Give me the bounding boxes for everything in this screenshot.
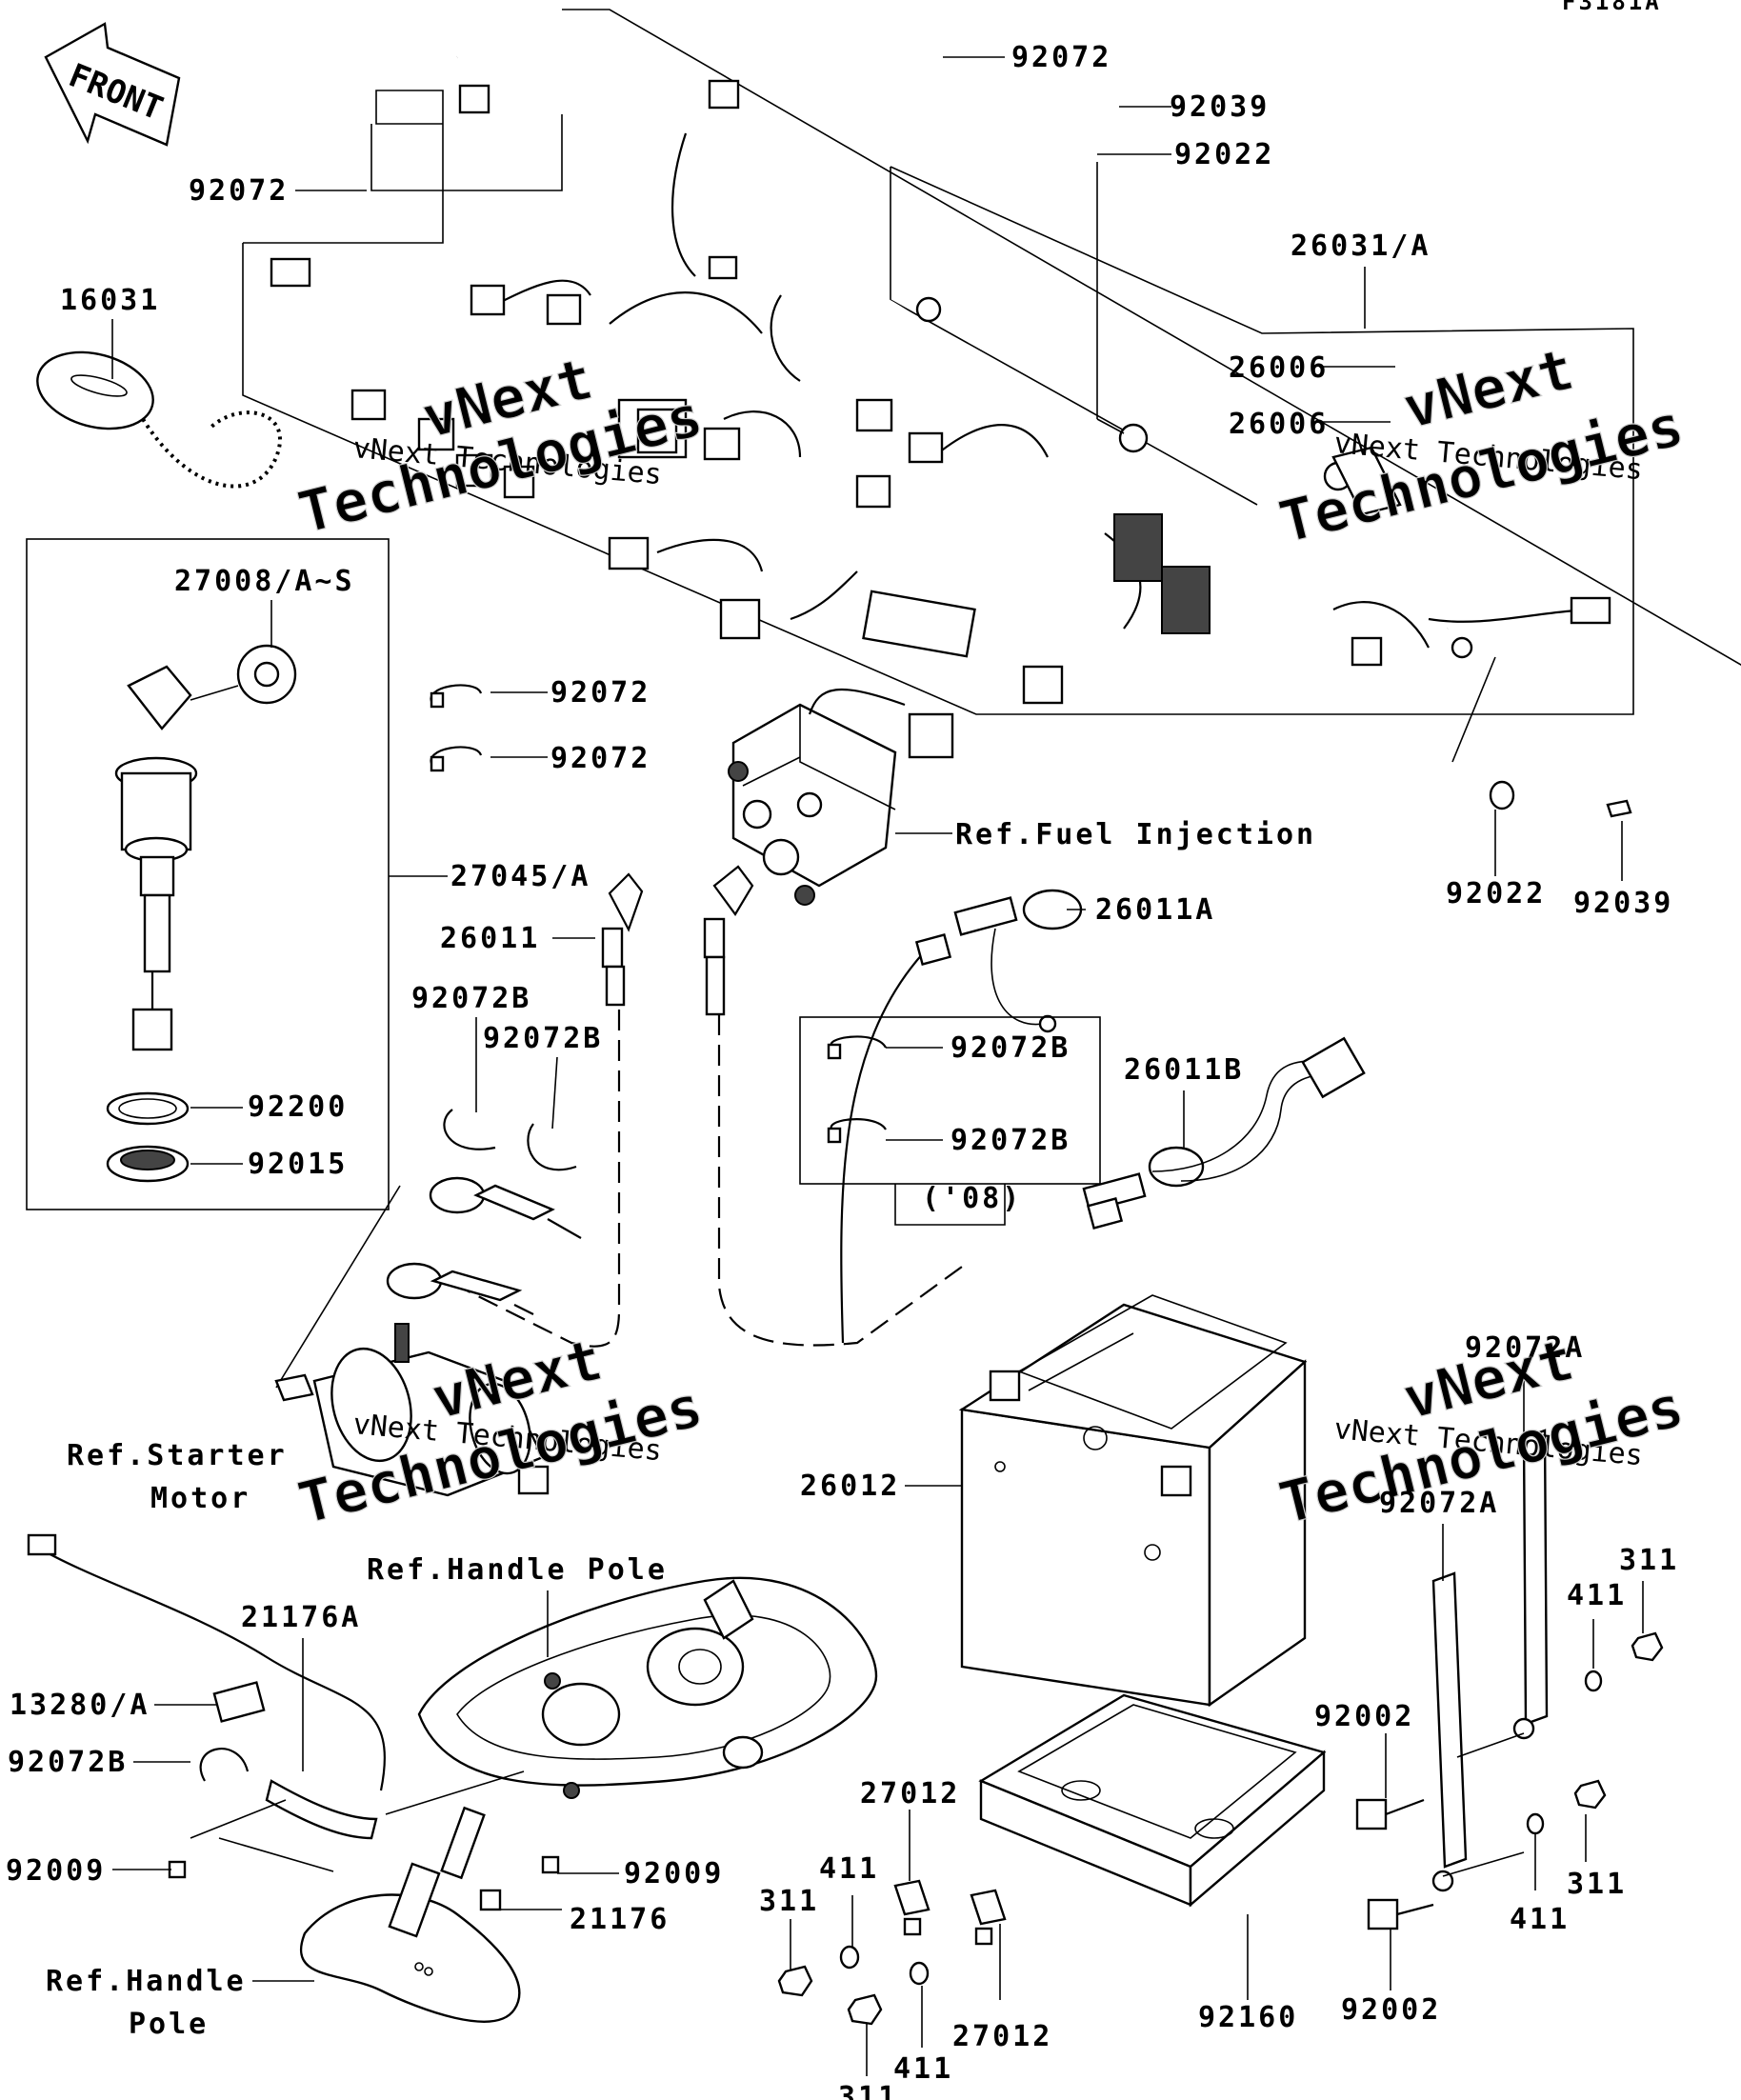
cap-with-chain xyxy=(36,350,282,489)
battery xyxy=(958,1294,1327,1908)
handle-pole-assembly xyxy=(27,1533,878,2023)
callout-92072B-4: 92072B xyxy=(951,1124,1071,1157)
callout-labels: 92072 92039 92022 92072 26031/A 16031 26… xyxy=(6,41,1679,2100)
callout-92009-r: 92009 xyxy=(624,1857,724,1890)
callout-92015: 92015 xyxy=(248,1148,348,1181)
callout-26012: 26012 xyxy=(800,1470,900,1503)
callout-92039-right: 92039 xyxy=(1573,887,1673,920)
callout-13280: 13280/A xyxy=(10,1689,150,1722)
callout-311-r1: 311 xyxy=(1619,1544,1679,1577)
callout-311-b1: 311 xyxy=(759,1885,819,1918)
ref-starter-motor-1: Ref.Starter xyxy=(67,1439,288,1472)
front-arrow-icon: FRONT xyxy=(44,22,181,147)
callout-92002-b: 92002 xyxy=(1341,1993,1441,2027)
callout-92200: 92200 xyxy=(248,1090,348,1124)
callout-92160: 92160 xyxy=(1198,2001,1298,2034)
callout-92072B-2: 92072B xyxy=(483,1022,603,1055)
callout-92009-l: 92009 xyxy=(6,1854,106,1888)
clamps-92072b xyxy=(443,1016,1101,1226)
ref-handle-pole-bot-2: Pole xyxy=(129,2008,209,2041)
wire-harness-assembly xyxy=(242,9,1741,715)
ref-starter-motor-2: Motor xyxy=(150,1482,250,1515)
callout-92072-left: 92072 xyxy=(189,174,289,208)
fuel-injection-unit xyxy=(728,688,954,906)
callout-311-r2: 311 xyxy=(1567,1868,1627,1901)
leader-lines xyxy=(111,56,1644,2076)
callout-16031: 16031 xyxy=(60,284,160,317)
callout-21176: 21176 xyxy=(570,1903,670,1936)
battery-cables xyxy=(437,865,1366,1348)
starter-motor xyxy=(274,1176,582,1497)
callout-26006-b: 26006 xyxy=(1229,408,1329,441)
battery-straps xyxy=(1355,780,1664,1930)
callout-92072-top: 92072 xyxy=(1011,41,1111,74)
ref-handle-pole-bot-1: Ref.Handle xyxy=(46,1965,247,1998)
diagram-code: F3181A xyxy=(1562,0,1662,15)
callout-26011: 26011 xyxy=(440,922,540,955)
year-note-08: ('08) xyxy=(922,1182,1022,1215)
band-clamps-mid xyxy=(430,684,483,772)
callout-92039-top: 92039 xyxy=(1170,90,1270,124)
callout-26011B: 26011B xyxy=(1124,1053,1244,1087)
callout-411-b1: 411 xyxy=(819,1852,879,1886)
ignition-switch-group xyxy=(26,538,390,1210)
callout-92022-right: 92022 xyxy=(1446,877,1546,910)
ref-fuel-injection: Ref.Fuel Injection xyxy=(955,818,1316,851)
callout-411-b2: 411 xyxy=(893,2052,953,2086)
callout-26031: 26031/A xyxy=(1291,230,1431,263)
callout-26006-a: 26006 xyxy=(1229,351,1329,385)
callout-92072-mid2: 92072 xyxy=(550,742,650,775)
ref-handle-pole-top: Ref.Handle Pole xyxy=(367,1553,668,1587)
callout-92072B-1: 92072B xyxy=(411,982,531,1015)
callout-26011A: 26011A xyxy=(1095,893,1215,927)
callout-21176A: 21176A xyxy=(241,1601,361,1634)
callout-27012-a: 27012 xyxy=(860,1777,960,1810)
callout-411-r2: 411 xyxy=(1510,1903,1570,1936)
callout-27012-b: 27012 xyxy=(952,2020,1052,2053)
callout-27008: 27008/A~S xyxy=(174,565,355,598)
callout-92072A-mid: 92072A xyxy=(1379,1487,1499,1520)
callout-311-b2: 311 xyxy=(838,2081,898,2100)
callout-92072A-top: 92072A xyxy=(1465,1331,1585,1365)
callout-27045: 27045/A xyxy=(450,860,590,893)
callout-92072B-5: 92072B xyxy=(8,1746,128,1779)
callout-92072-mid1: 92072 xyxy=(550,676,650,710)
callout-92022-top: 92022 xyxy=(1174,138,1274,171)
callout-92002-a: 92002 xyxy=(1314,1700,1414,1733)
terminal-hardware xyxy=(777,1879,1007,2026)
callout-92072B-3: 92072B xyxy=(951,1031,1071,1065)
callout-411-r1: 411 xyxy=(1567,1579,1627,1612)
